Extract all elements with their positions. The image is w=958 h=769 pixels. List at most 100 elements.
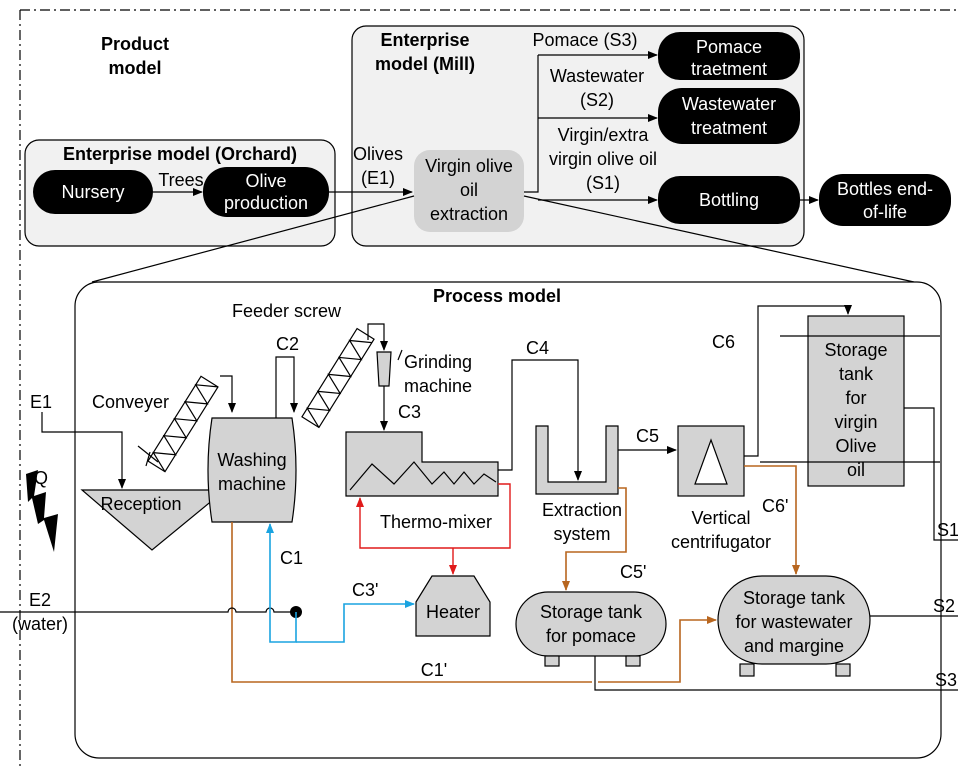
oil-s1-label-3: (S1) [586,173,620,193]
e2-label-2: (water) [12,614,68,634]
wastewater-treatment-node [658,88,800,144]
c6-arrow [744,305,852,457]
conveyer [147,375,219,473]
extraction-system-label-1: Extraction [542,500,622,520]
storage-pomace-label-1: Storage tank [540,602,643,622]
storage-oil-label-1: Storage [824,340,887,360]
c4-arrow [498,359,582,481]
product-model-frame [19,9,958,769]
pomace-treatment-label-1: Pomace [696,37,762,57]
wastewater-tank-leg-left [739,663,755,677]
storage-wastewater-label-1: Storage tank [743,588,846,608]
c3prime-arrow [296,600,415,643]
bottles-eol-label-1: Bottles end- [837,179,933,199]
thermo-mixer [345,431,499,497]
extraction-system [535,425,619,495]
mill-title-2: model (Mill) [375,54,475,74]
extraction-label-1: Virgin olive [425,156,513,176]
pomace-tank-leg-left [544,655,560,667]
c1-arrow [266,523,297,643]
extraction-system-label-2: system [553,524,610,544]
pomace-tank-leg-right [625,655,641,667]
zoom-line-right [523,195,915,283]
mill-output-trunk [524,55,539,193]
pomace-treatment-node [658,32,800,80]
storage-pomace-label-2: for pomace [546,626,636,646]
oil-s1-label-2: virgin olive oil [549,149,657,169]
wastewater-s2-label-1: Wastewater [550,66,644,86]
storage-oil-label-2: tank [839,364,874,384]
bottles-eol-node [819,174,951,226]
c4-label: C4 [526,338,549,358]
reception-hopper [80,489,227,551]
e1-label: E1 [30,392,52,412]
grinding-pointer [397,349,403,361]
washing-machine [207,417,297,523]
olive-production-node [203,167,329,217]
c5prime-arrow [562,487,627,591]
process-title: Process model [433,286,561,306]
pomace-s3-label: Pomace (S3) [532,30,637,50]
grinding-label-2: machine [404,376,472,396]
olives-label-1: Olives [353,144,403,164]
wastewater-s2-label-2: (S2) [580,90,614,110]
mill-title-1: Enterprise [380,30,469,50]
e2-line [0,607,296,613]
storage-oil-label-3: for [845,388,866,408]
s1-line [904,407,958,541]
washing-label-1: Washing [217,450,286,470]
pomace-treatment-label-2: traetment [691,59,767,79]
oil-s1-label-1: Virgin/extra [558,125,650,145]
grinding-label-1: Grinding [404,352,472,372]
c2-label: C2 [276,334,299,354]
storage-wastewater-label-2: for wastewater [735,612,852,632]
product-model-label-1: Product [101,34,169,54]
centrifugator-cone [694,438,728,485]
c2-arrow [275,356,298,418]
wastewater-treatment-label-1: Wastewater [682,94,776,114]
centrifugator-label-1: Vertical [691,508,750,528]
centrifugator-label-2: centrifugator [671,532,771,552]
vertical-centrifugator [677,425,745,497]
storage-oil-label-5: Olive [835,436,876,456]
orchard-frame [24,139,336,247]
screw-to-grinder [367,323,388,351]
heater-return-line [356,483,511,549]
orchard-title: Enterprise model (Orchard) [63,144,297,164]
conveyer-to-washer [220,375,236,413]
olive-production-label-1: Olive [245,171,286,191]
c1prime-label: C1' [421,660,447,680]
storage-wastewater-label-3: and margine [744,636,844,656]
storage-oil-label-6: oil [847,460,865,480]
e1-arrow [41,412,126,489]
storage-oil-label-4: virgin [834,412,877,432]
feeder-screw-label: Feeder screw [232,301,342,321]
c6-label: C6 [712,332,735,352]
extraction-node [414,150,524,232]
thermo-mixer-label: Thermo-mixer [380,512,492,532]
wastewater-treatment-label-2: treatment [691,118,767,138]
c5prime-label: C5' [620,562,646,582]
washing-label-2: machine [218,474,286,494]
nursery-node [33,170,153,214]
c6prime-arrow [744,465,800,575]
s3-line [594,656,958,691]
grinding-machine [376,351,392,387]
bottling-label: Bottling [699,190,759,210]
thermo-mixer-coil [349,461,497,491]
e2-label-1: E2 [29,590,51,610]
reception-label: Reception [100,494,181,514]
wastewater-tank-leg-right [835,663,851,677]
s1-label: S1 [937,520,958,540]
extraction-label-3: extraction [430,204,508,224]
heater [415,575,491,637]
bottles-eol-label-2: of-life [863,202,907,222]
extraction-label-2: oil [460,180,478,200]
heater-label: Heater [426,602,480,622]
storage-oil-tank [807,315,905,487]
c3-label: C3 [398,402,421,422]
storage-pomace-tank [515,591,667,657]
c5-label: C5 [636,426,659,446]
product-model-label-2: model [108,58,161,78]
